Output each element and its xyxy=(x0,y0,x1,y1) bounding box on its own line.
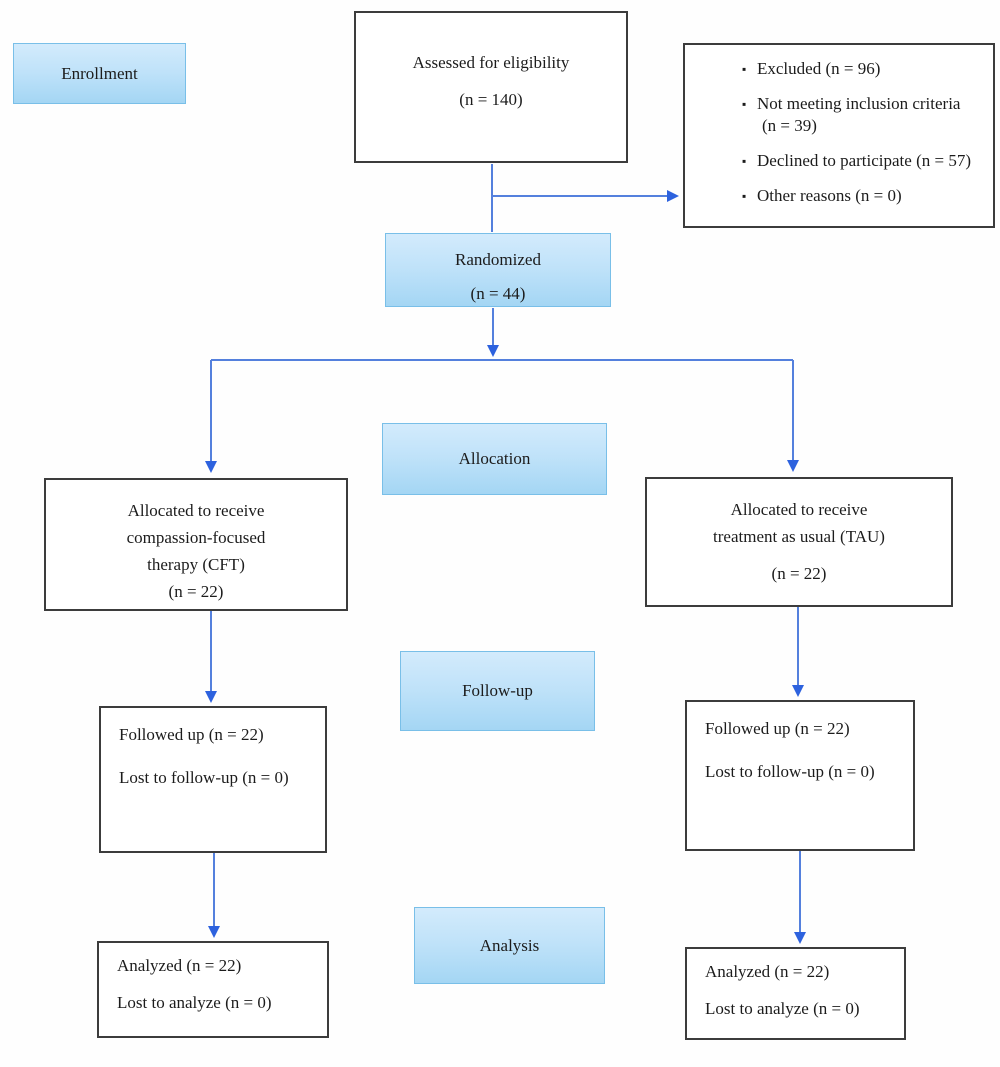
analysis-stage-label: Analysis xyxy=(414,907,605,984)
cft-alloc-line3: therapy (CFT) xyxy=(147,555,245,574)
randomized-count: (n = 44) xyxy=(470,284,526,303)
cft-alloc-count: (n = 22) xyxy=(168,582,224,601)
not-meeting-criteria-count: (n = 39) xyxy=(762,116,817,135)
square-bullet-icon: ▪ xyxy=(742,62,747,76)
tau-alloc-count: (n = 22) xyxy=(771,564,827,583)
square-bullet-icon: ▪ xyxy=(742,97,747,111)
cft-lost-followup-text: Lost to follow-up (n = 0) xyxy=(119,768,289,787)
excluded-item: ▪ Not meeting inclusion criteria (n = 39) xyxy=(742,93,989,137)
allocation-stage-label: Allocation xyxy=(382,423,607,495)
cft-lost-analyze-text: Lost to analyze (n = 0) xyxy=(117,993,272,1012)
cft-followed-up-text: Followed up (n = 22) xyxy=(119,725,264,744)
tau-alloc-line1: Allocated to receive xyxy=(730,500,868,519)
followup-stage-text: Follow-up xyxy=(462,681,533,700)
excluded-item: ▪ Other reasons (n = 0) xyxy=(742,185,989,207)
enrollment-stage-label: Enrollment xyxy=(13,43,186,104)
excluded-item: ▪ Excluded (n = 96) xyxy=(742,58,989,80)
tau-allocation-box: Allocated to receive treatment as usual … xyxy=(645,477,953,607)
allocation-stage-text: Allocation xyxy=(458,449,531,468)
excluded-total-text: Excluded (n = 96) xyxy=(757,59,881,78)
tau-analyzed-text: Analyzed (n = 22) xyxy=(705,962,830,981)
tau-lost-followup-text: Lost to follow-up (n = 0) xyxy=(705,762,875,781)
excluded-box: ▪ Excluded (n = 96) ▪ Not meeting inclusio… xyxy=(683,43,995,228)
square-bullet-icon: ▪ xyxy=(742,189,747,203)
other-reasons-text: Other reasons (n = 0) xyxy=(757,186,902,205)
tau-lost-analyze-text: Lost to analyze (n = 0) xyxy=(705,999,860,1018)
analysis-stage-text: Analysis xyxy=(479,935,540,955)
excluded-item: ▪ Declined to participate (n = 57) xyxy=(742,150,989,172)
not-meeting-criteria-text: Not meeting inclusion criteria xyxy=(757,94,961,113)
enrollment-stage-text: Enrollment xyxy=(61,63,138,83)
assessed-eligibility-box: Assessed for eligibility (n = 140) xyxy=(354,11,628,163)
tau-followup-box: Followed up (n = 22) Lost to follow-up (… xyxy=(685,700,915,851)
cft-allocation-box: Allocated to receive compassion-focused … xyxy=(44,478,348,611)
tau-alloc-line2: treatment as usual (TAU) xyxy=(713,527,885,546)
cft-followup-box: Followed up (n = 22) Lost to follow-up (… xyxy=(99,706,327,853)
followup-stage-label: Follow-up xyxy=(400,651,595,731)
randomized-text: Randomized xyxy=(455,250,541,269)
tau-followed-up-text: Followed up (n = 22) xyxy=(705,719,850,738)
assessed-count: (n = 140) xyxy=(459,90,523,109)
cft-analysis-box: Analyzed (n = 22) Lost to analyze (n = 0… xyxy=(97,941,329,1038)
square-bullet-icon: ▪ xyxy=(742,154,747,168)
cft-analyzed-text: Analyzed (n = 22) xyxy=(117,956,242,975)
cft-alloc-line2: compassion-focused xyxy=(126,528,266,547)
cft-alloc-line1: Allocated to receive xyxy=(127,501,265,520)
tau-analysis-box: Analyzed (n = 22) Lost to analyze (n = 0… xyxy=(685,947,906,1040)
declined-text: Declined to participate (n = 57) xyxy=(757,151,971,170)
randomized-box: Randomized (n = 44) xyxy=(385,233,611,307)
assessed-text: Assessed for eligibility xyxy=(412,53,570,72)
